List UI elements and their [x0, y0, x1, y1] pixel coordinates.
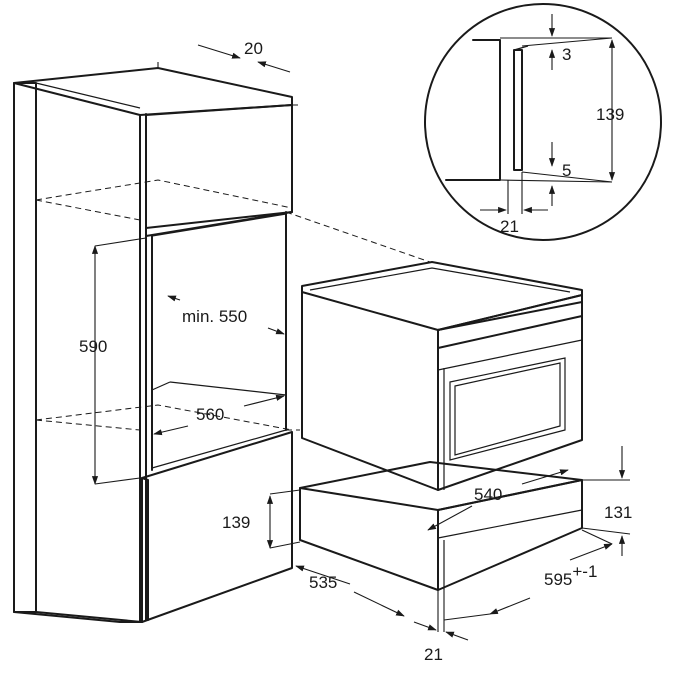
dimension-label-top-gap: 20: [244, 39, 263, 58]
dimension-niche-width: 560: [153, 394, 285, 436]
dimension-label-niche-width: 560: [196, 405, 224, 424]
tall-cabinet: [13, 67, 431, 623]
inset-label-top-gap: 3: [562, 45, 571, 64]
dimension-drawer-total-width: 595+-1: [443, 529, 613, 621]
inset-label-depth-offset: 21: [500, 217, 519, 236]
warming-drawer: [299, 461, 583, 591]
dimension-drawer-height-left: 139: [222, 489, 301, 549]
dimension-niche-depth: min. 550: [167, 295, 285, 335]
dimension-niche-height: 590: [79, 237, 147, 485]
inset-label-height: 139: [596, 105, 624, 124]
dimension-label-cabinet-depth: 535: [309, 573, 337, 592]
dimension-label-niche-depth: min. 550: [182, 307, 247, 326]
dimension-top-gap: 20: [157, 39, 291, 73]
dimension-label-drawer-height-left: 139: [222, 513, 250, 532]
dimension-front-offset: 21: [413, 590, 469, 664]
oven-appliance: [301, 261, 583, 491]
dimension-drawer-height-right: 131: [581, 446, 632, 556]
dimension-label-front-offset: 21: [424, 645, 443, 664]
dimension-label-drawer-height-right: 131: [604, 503, 632, 522]
inset-label-bottom-gap: 5: [562, 161, 571, 180]
dimension-cabinet-depth: 535: [295, 565, 405, 617]
dimension-label-drawer-total-width: 595+-1: [544, 562, 597, 589]
dimension-drawer-width: 540: [427, 469, 569, 531]
dimension-label-niche-height: 590: [79, 337, 107, 356]
dimension-label-drawer-width: 540: [474, 485, 502, 504]
detail-inset: 3 139 5 21: [424, 3, 662, 241]
